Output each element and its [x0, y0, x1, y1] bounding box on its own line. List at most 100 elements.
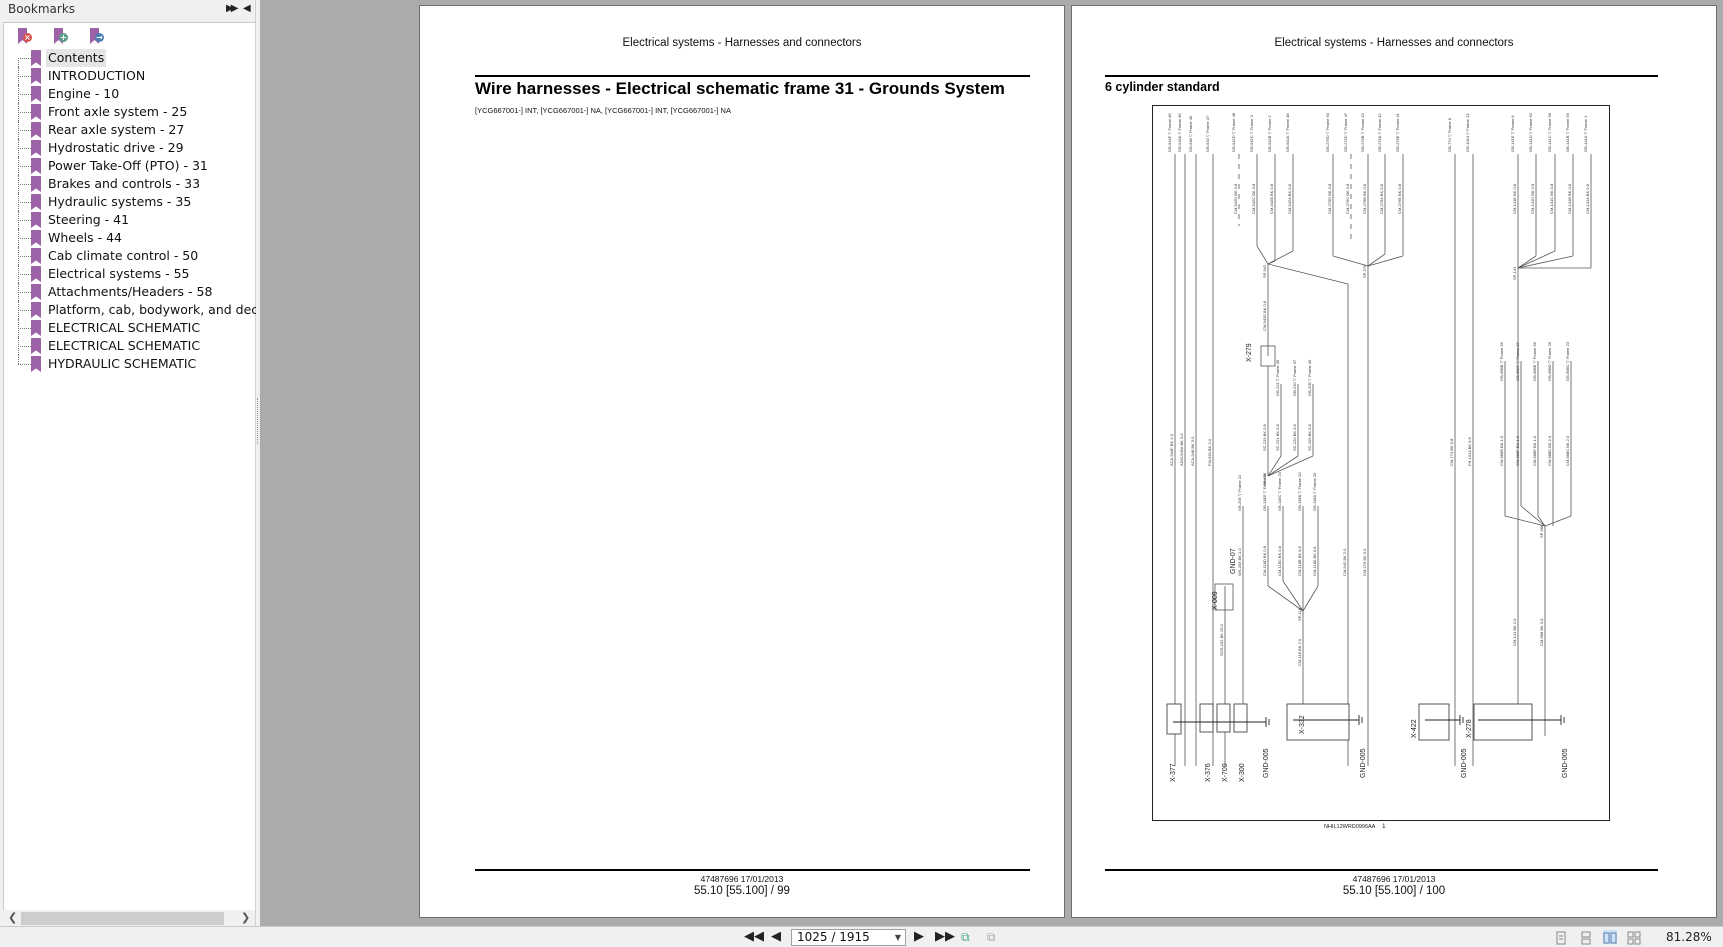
continuous-page-icon: [1581, 931, 1591, 945]
collapse-sidebar-icon[interactable]: ◀: [243, 3, 251, 14]
svg-text:ACA-944F BK 1.0: ACA-944F BK 1.0: [1169, 433, 1174, 466]
svg-text:GB-118A ▽ Frame 20: GB-118A ▽ Frame 20: [1312, 472, 1317, 511]
bookmark-item-cab-climate[interactable]: Cab climate control - 50: [4, 247, 255, 265]
svg-text:CM-276 BK 3.0: CM-276 BK 3.0: [1362, 548, 1367, 576]
bookmark-item-contents[interactable]: Contents: [4, 49, 255, 67]
bookmark-item-introduction[interactable]: INTRODUCTION: [4, 67, 255, 85]
svg-text:SP-006: SP-006: [1262, 472, 1267, 486]
next-view-icon[interactable]: ⧉: [987, 930, 996, 944]
svg-text:GB-221 ▽ Frame 40: GB-221 ▽ Frame 40: [1275, 359, 1280, 396]
bookmark-icon: [31, 68, 41, 84]
bookmark-item-steering[interactable]: Steering - 41: [4, 211, 255, 229]
first-page-button[interactable]: ◀◀: [744, 929, 764, 944]
bookmark-item-pto[interactable]: Power Take-Off (PTO) - 31: [4, 157, 255, 175]
continuous-view-button[interactable]: [1579, 930, 1593, 945]
sidebar-splitter[interactable]: [256, 0, 260, 926]
svg-text:CM-276D BK 0.8: CM-276D BK 0.8: [1327, 183, 1332, 214]
page-title: Wire harnesses - Electrical schematic fr…: [475, 79, 1005, 98]
bookmark-item-brakes[interactable]: Brakes and controls - 33: [4, 175, 255, 193]
scroll-left-icon[interactable]: ❮: [8, 911, 18, 924]
splitter-grip: [257, 398, 259, 444]
delete-bookmark-button[interactable]: ×: [18, 28, 32, 45]
svg-text:WS-205 BK 1.0: WS-205 BK 1.0: [1237, 548, 1242, 576]
last-page-button[interactable]: ▶▶: [935, 929, 955, 944]
facing-pages-icon: [1603, 932, 1617, 944]
svg-text:GND-005: GND-005: [1360, 748, 1367, 778]
schematic-drawing: X-377 X-376 X-700 X-300 GND-005 X-332 GN…: [1166, 112, 1592, 782]
svg-text:CM-118A BK 0.8: CM-118A BK 0.8: [1312, 546, 1317, 576]
svg-text:CM-118C BK 0.8: CM-118C BK 0.8: [1277, 545, 1282, 576]
svg-text:GB-276A ▽ Frame 42: GB-276A ▽ Frame 42: [1377, 113, 1382, 152]
chevron-down-icon: ▼: [894, 933, 901, 942]
expand-sidebar-icon[interactable]: ▶▶: [226, 3, 239, 14]
previous-view-icon[interactable]: ⧉: [961, 930, 970, 944]
svg-text:SP-942: SP-942: [1262, 264, 1267, 278]
bookmark-item-wheels[interactable]: Wheels - 44: [4, 229, 255, 247]
bookmark-item-attachments[interactable]: Attachments/Headers - 58: [4, 283, 255, 301]
sidebar-horizontal-scrollbar[interactable]: ❮ ❯: [3, 910, 255, 926]
bookmark-icon: [90, 28, 99, 44]
bookmark-item-electrical-systems[interactable]: Electrical systems - 55: [4, 265, 255, 283]
svg-text:GB-688D ▽ Frame 25: GB-688D ▽ Frame 25: [1547, 341, 1552, 381]
bookmark-icon: [31, 104, 41, 120]
scrollbar-thumb[interactable]: [21, 912, 224, 925]
document-view[interactable]: Electrical systems - Harnesses and conne…: [260, 0, 1723, 926]
bookmark-tree: Contents INTRODUCTION Engine - 10 Front …: [4, 49, 284, 373]
bookmark-item-engine[interactable]: Engine - 10: [4, 85, 255, 103]
svg-text:FM-933 BK 2.0: FM-933 BK 2.0: [1207, 438, 1212, 466]
single-page-view-button[interactable]: [1554, 930, 1568, 945]
svg-text:FH-1014 BK 0.8: FH-1014 BK 0.8: [1467, 437, 1472, 466]
navigation-toolbar: ◀◀ ◀ 1025 / 1915 ▼ ▶ ▶▶ ⧉ ⧉ 81.28%: [0, 926, 1723, 947]
bookmark-item-electrical-schematic-2[interactable]: ELECTRICAL SCHEMATIC: [4, 337, 255, 355]
svg-text:GB-945A ▽ Frame 46: GB-945A ▽ Frame 46: [1177, 113, 1182, 152]
svg-text:GB-141A ▽ Frame 1: GB-141A ▽ Frame 1: [1583, 115, 1588, 152]
bookmark-icon: [31, 356, 41, 372]
svg-text:SC-219 BK 0.8: SC-219 BK 0.8: [1262, 424, 1267, 451]
bookmark-item-platform-cab[interactable]: Platform, cab, bodywork, and decals -: [4, 301, 284, 319]
page-number-dropdown[interactable]: 1025 / 1915 ▼: [791, 929, 906, 946]
bookmark-icon: [31, 230, 41, 246]
previous-page-button[interactable]: ◀: [771, 929, 781, 944]
bookmark-item-hydraulic-systems[interactable]: Hydraulic systems - 35: [4, 193, 255, 211]
page-title: 6 cylinder standard: [1105, 80, 1220, 94]
svg-text:GB-942C ▽ Frame 3: GB-942C ▽ Frame 3: [1249, 114, 1254, 152]
bookmark-item-front-axle[interactable]: Front axle system - 25: [4, 103, 255, 121]
facing-view-button[interactable]: [1603, 930, 1617, 944]
svg-text:GB-141C ▽ Frame 60: GB-141C ▽ Frame 60: [1547, 112, 1552, 152]
bookmark-icon: [31, 302, 41, 318]
zoom-level[interactable]: 81.28%: [1666, 930, 1712, 944]
svg-text:SP-118: SP-118: [1297, 607, 1302, 621]
svg-text:GB-141B ▽ Frame 59: GB-141B ▽ Frame 59: [1565, 112, 1570, 152]
scroll-right-icon[interactable]: ❯: [241, 911, 251, 924]
svg-text:GB-942B ▽ Frame 2: GB-942B ▽ Frame 2: [1267, 115, 1272, 152]
svg-text:X-300: X-300: [1239, 763, 1246, 782]
svg-text:ACA-948 BK 5.0: ACA-948 BK 5.0: [1190, 436, 1195, 466]
bookmark-item-hydraulic-schematic[interactable]: HYDRAULIC SCHEMATIC: [4, 355, 255, 373]
bookmark-icon: [31, 266, 41, 282]
svg-text:CM-141E BK 0.8: CM-141E BK 0.8: [1512, 183, 1517, 214]
svg-text:CM-141 BK 2.0: CM-141 BK 2.0: [1512, 618, 1517, 646]
figure-id: NHIL12WRD0996AA: [1324, 824, 1376, 830]
svg-text:GB-774 ▽ Frame 8: GB-774 ▽ Frame 8: [1447, 117, 1452, 152]
bookmark-item-electrical-schematic-1[interactable]: ELECTRICAL SCHEMATIC: [4, 319, 255, 337]
bookmark-icon: [31, 284, 41, 300]
continuous-facing-view-button[interactable]: [1627, 930, 1641, 945]
svg-text:CM-942B BK 0.8: CM-942B BK 0.8: [1269, 183, 1274, 214]
delete-icon: ×: [23, 33, 32, 42]
svg-text:GB-276B ▽ Frame 42: GB-276B ▽ Frame 42: [1360, 112, 1365, 152]
svg-text:CM-942C BK 0.8: CM-942C BK 0.8: [1251, 183, 1256, 214]
add-bookmark-button[interactable]: +: [54, 28, 68, 45]
next-page-button[interactable]: ▶: [914, 929, 924, 944]
svg-text:CM-942E BK 0.8: CM-942E BK 0.8: [1262, 300, 1267, 331]
bookmark-icon: [31, 140, 41, 156]
bookmark-icon: [31, 248, 41, 264]
bookmark-item-rear-axle[interactable]: Rear axle system - 27: [4, 121, 255, 139]
arrow-right-icon: →: [95, 33, 104, 42]
svg-text:CM-942A BK 0.8: CM-942A BK 0.8: [1287, 183, 1292, 214]
figure-number: 1: [1382, 823, 1386, 830]
svg-text:X-332: X-332: [1299, 715, 1306, 734]
bookmark-item-hydrostatic-drive[interactable]: Hydrostatic drive - 29: [4, 139, 255, 157]
goto-bookmark-button[interactable]: →: [90, 28, 104, 45]
svg-text:GB-1014 ▽ Frame 13: GB-1014 ▽ Frame 13: [1465, 113, 1470, 152]
sidebar-header: Bookmarks ▶▶ ◀: [0, 0, 255, 20]
